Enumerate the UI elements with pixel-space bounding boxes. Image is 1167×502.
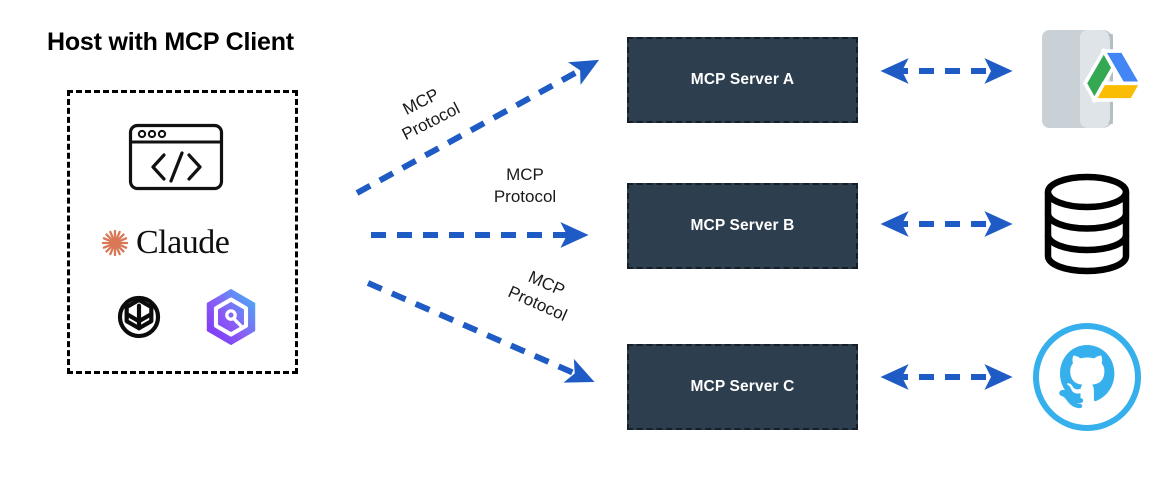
host-container: Claude [67,90,298,374]
code-window-icon [128,123,224,191]
claude-burst-icon [101,229,129,257]
page-title: Host with MCP Client [47,28,294,56]
host-inner: Claude [70,93,295,371]
protocol-label-server-a: MCP Protocol [398,84,463,144]
mcp-server-b-label: MCP Server B [690,217,795,234]
mcp-server-a-label: MCP Server A [690,71,795,88]
database-icon [1044,173,1130,275]
host-logo-row [94,281,278,353]
protocol-label-server-b: MCP Protocol [493,165,557,206]
mcp-server-b-box: MCP Server B [627,183,858,269]
mcp-server-c-box: MCP Server C [627,344,858,430]
mcp-server-c-label: MCP Server C [690,378,795,395]
claude-logo: Claude [100,221,272,265]
protocol-label-server-c: MCP Protocol [505,267,571,325]
github-icon [1033,323,1141,431]
mcp-server-a-box: MCP Server A [627,37,858,123]
hexagon-app-logo-icon [206,288,256,346]
google-drive-icon [1042,30,1145,128]
openai-logo-icon [117,295,161,339]
claude-wordmark: Claude [136,224,230,261]
